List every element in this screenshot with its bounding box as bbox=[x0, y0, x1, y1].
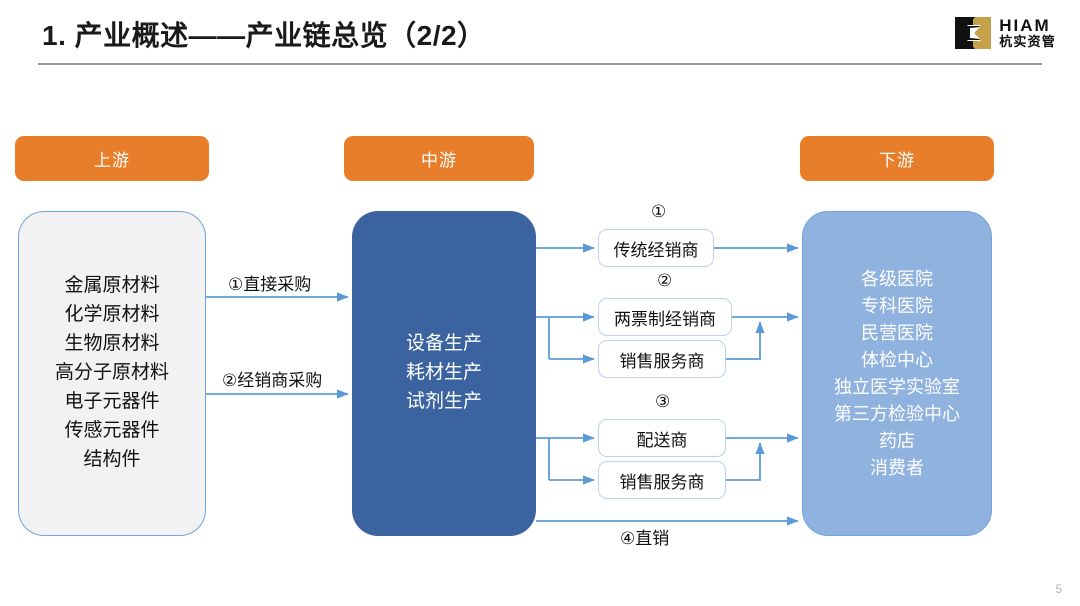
page-number: 5 bbox=[1055, 582, 1062, 596]
channel-box-traditional-dealer[interactable]: 传统经销商 bbox=[598, 229, 714, 267]
arrow-service-lower-riser bbox=[726, 442, 765, 481]
channel-marker-3: ③ bbox=[655, 392, 671, 411]
channel-box-sales-service-upper[interactable]: 销售服务商 bbox=[598, 340, 726, 378]
label-direct-purchase: ①直接采购 bbox=[228, 275, 312, 294]
page-title: 1. 产业概述——产业链总览（2/2） bbox=[42, 20, 486, 51]
midstream-item-list: 设备生产 耗材生产 试剂生产 bbox=[405, 333, 482, 412]
downstream-item-list: 各级医院 专科医院 民营医院 体检中心 独立医学实验室 第三方检验中心 药店 消… bbox=[834, 268, 960, 478]
stage-pill-upstream[interactable]: 上游 bbox=[15, 136, 209, 181]
channel-marker-2: ② bbox=[657, 271, 673, 290]
channel-box-delivery-agent[interactable]: 配送商 bbox=[598, 419, 726, 457]
channel-box-sales-service-lower[interactable]: 销售服务商 bbox=[598, 461, 726, 499]
channel-marker-1: ① bbox=[651, 202, 667, 221]
downstream-box[interactable]: 各级医院 专科医院 民营医院 体检中心 独立医学实验室 第三方检验中心 药店 消… bbox=[802, 211, 992, 536]
channel-box-two-invoice-dealer[interactable]: 两票制经销商 bbox=[598, 298, 732, 336]
logo-wordmark: HIAM 杭实资管 bbox=[999, 17, 1056, 48]
midstream-box[interactable]: 设备生产 耗材生产 试剂生产 bbox=[352, 211, 536, 536]
stage-pill-downstream[interactable]: 下游 bbox=[800, 136, 994, 181]
logo-text-en: HIAM bbox=[999, 16, 1051, 36]
logo-text-cn: 杭实资管 bbox=[999, 34, 1056, 50]
label-direct-sale: ④直销 bbox=[620, 529, 670, 548]
title-divider bbox=[38, 63, 1042, 65]
stage-pill-midstream[interactable]: 中游 bbox=[344, 136, 534, 181]
label-dealer-purchase: ②经销商采购 bbox=[222, 371, 323, 390]
company-logo: HIAM 杭实资管 bbox=[954, 14, 1056, 52]
hiam-logo-mark-icon bbox=[954, 14, 992, 52]
upstream-item-list: 金属原材料 化学原材料 生物原材料 高分子原材料 电子元器件 传感元器件 结构件 bbox=[54, 275, 169, 470]
upstream-box[interactable]: 金属原材料 化学原材料 生物原材料 高分子原材料 电子元器件 传感元器件 结构件 bbox=[18, 211, 206, 536]
